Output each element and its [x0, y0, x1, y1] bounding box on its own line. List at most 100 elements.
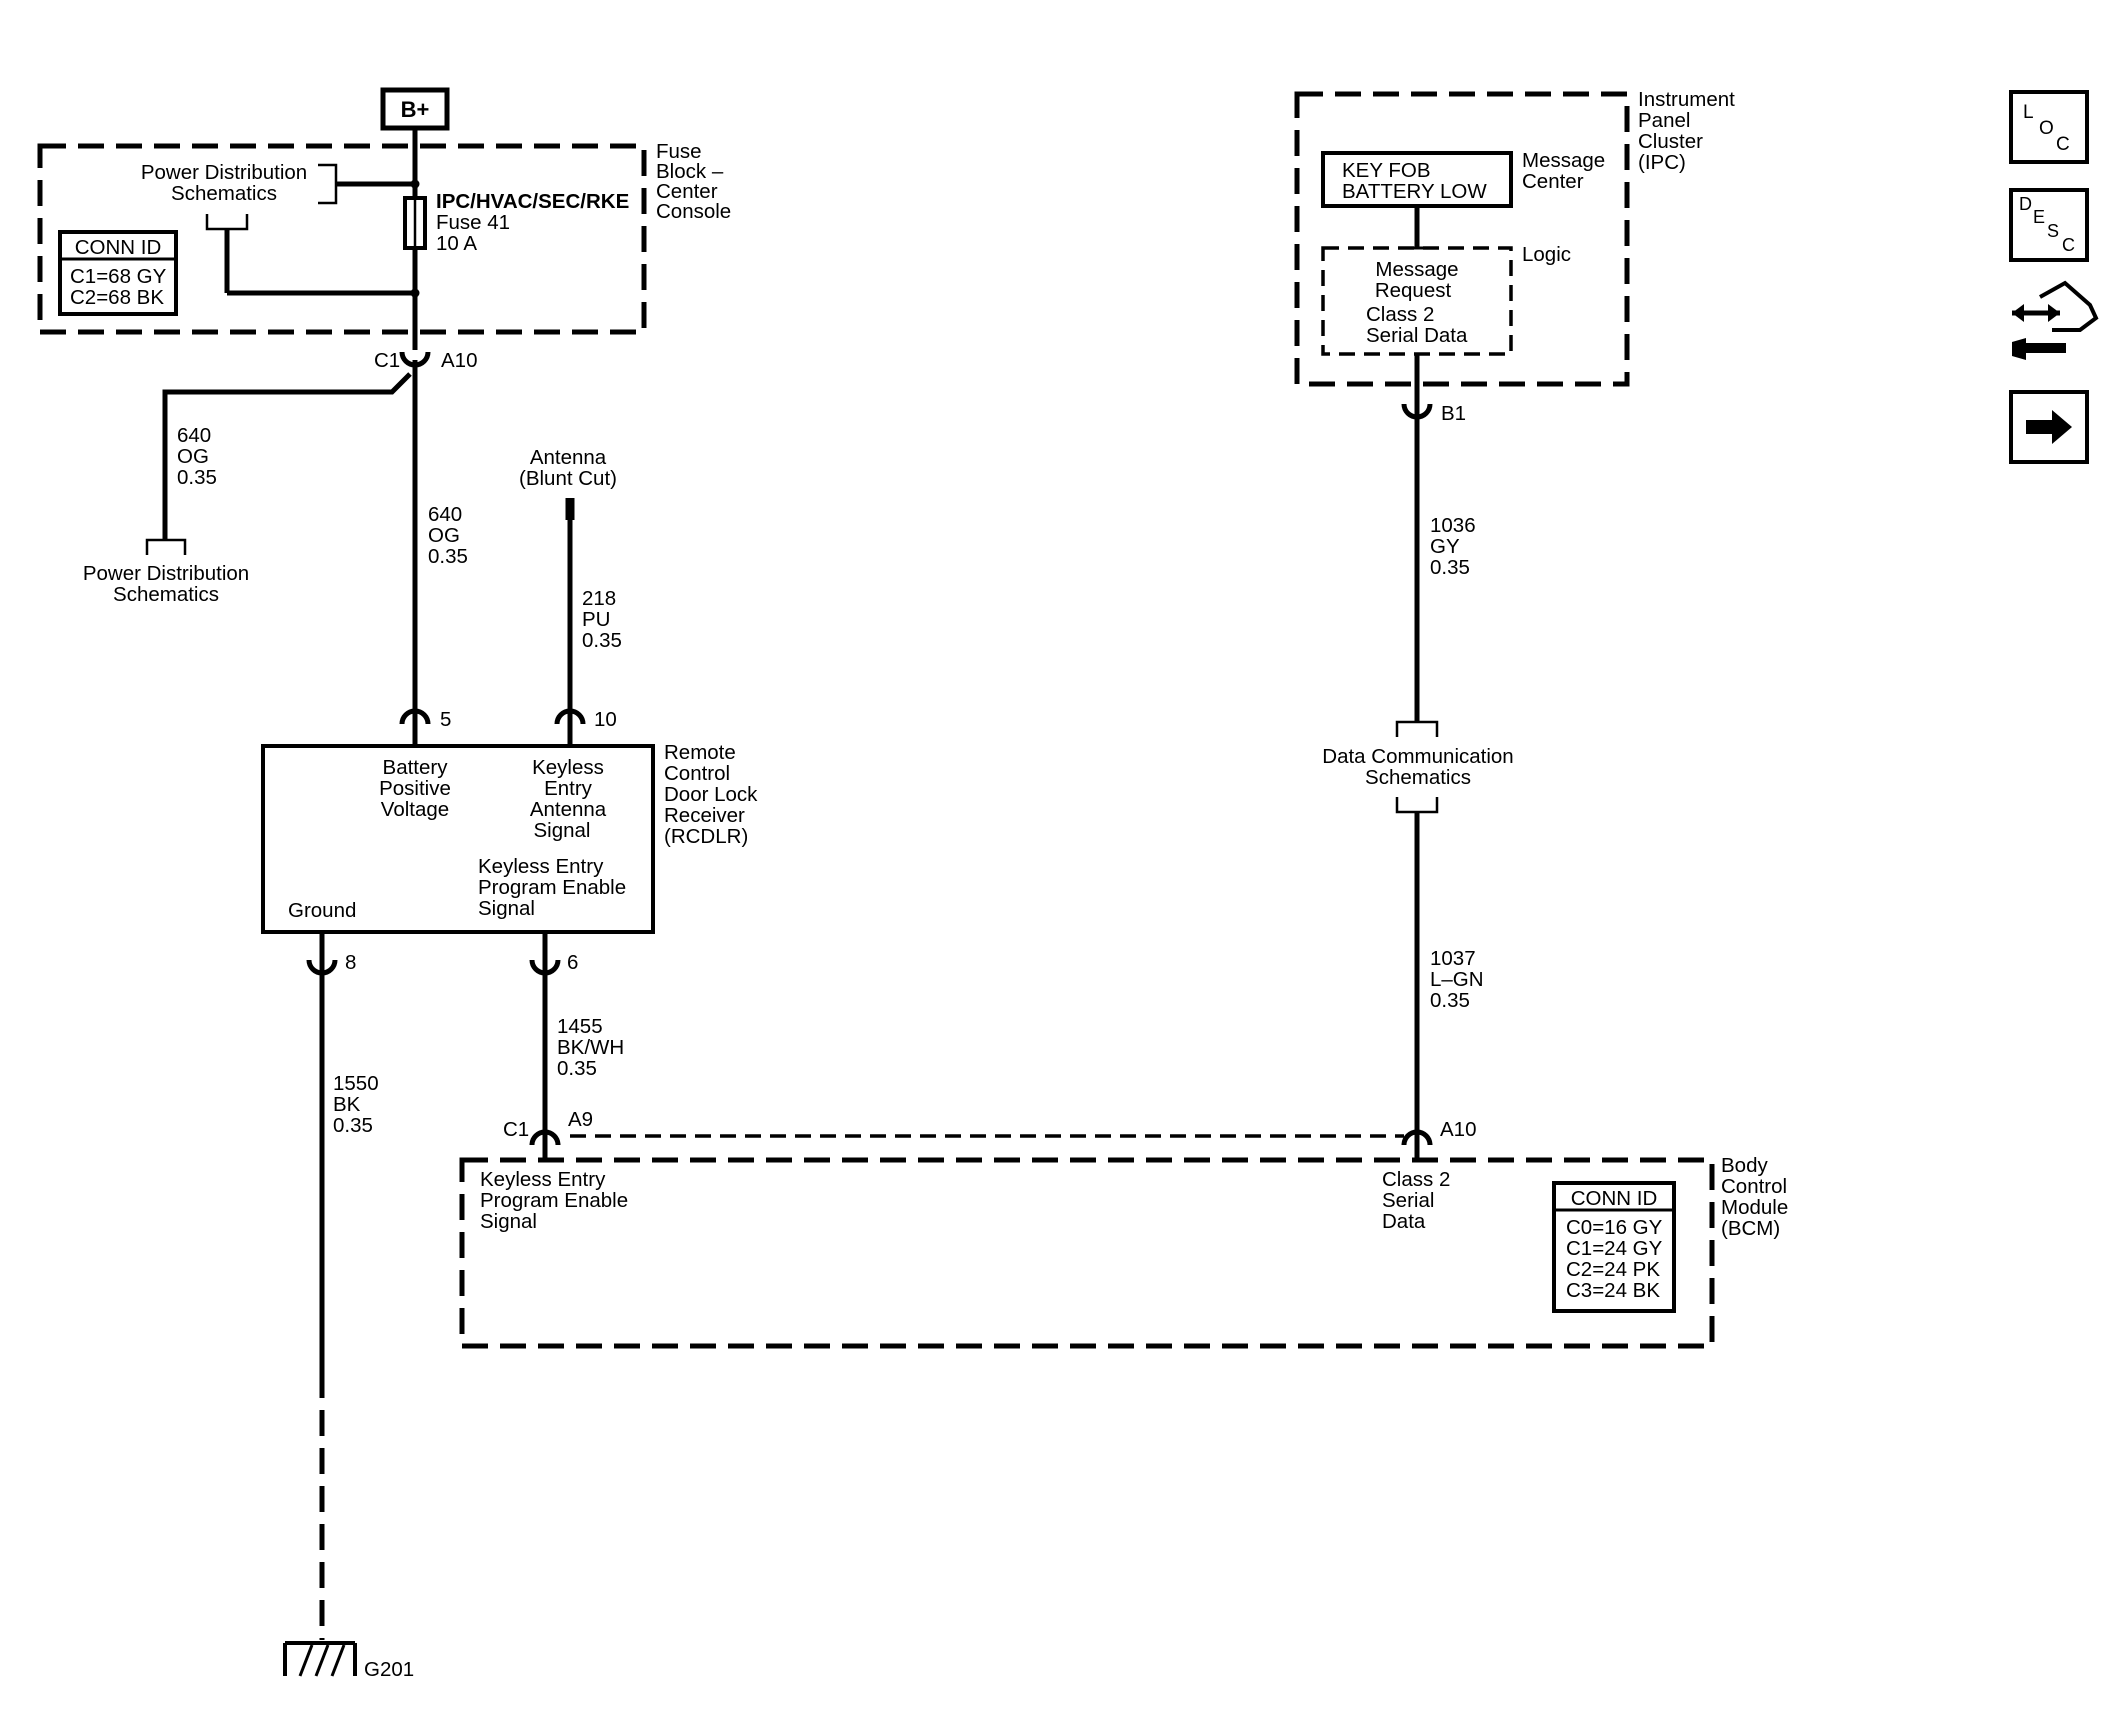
svg-text:BK/WH: BK/WH — [557, 1036, 624, 1059]
ipc-b1-connector — [1401, 403, 1433, 420]
svg-text:Power Distribution: Power Distribution — [83, 562, 249, 585]
svg-text:Cluster: Cluster — [1638, 130, 1703, 153]
pd-branch-wire — [162, 372, 412, 540]
fuse-block-pd-reference: Power Distribution Schematics — [141, 161, 307, 205]
svg-text:Control: Control — [1721, 1175, 1787, 1198]
svg-text:Schematics: Schematics — [113, 583, 219, 606]
loc-icon[interactable]: L O C — [2009, 90, 2089, 164]
svg-text:Console: Console — [656, 200, 731, 223]
svg-text:0.35: 0.35 — [1430, 989, 1470, 1012]
message-line: BATTERY LOW — [1342, 180, 1487, 203]
svg-text:(BCM): (BCM) — [1721, 1217, 1780, 1240]
bcm-outline — [459, 1157, 1715, 1349]
svg-text:0.35: 0.35 — [582, 629, 622, 652]
svg-text:Module: Module — [1721, 1196, 1788, 1219]
svg-text:Keyless Entry: Keyless Entry — [480, 1168, 606, 1191]
ipc-outline — [1294, 91, 1630, 387]
svg-text:0.35: 0.35 — [1430, 556, 1470, 579]
svg-text:Voltage: Voltage — [381, 798, 449, 821]
svg-text:Serial: Serial — [1382, 1189, 1434, 1212]
svg-text:Fuse: Fuse — [656, 140, 702, 163]
svg-text:Serial Data: Serial Data — [1366, 324, 1468, 347]
desc-icon[interactable]: D E S C — [2009, 188, 2089, 262]
fuse-block-name: Fuse Block – Center Console — [656, 140, 731, 223]
rcdlr-pin-8-connector — [306, 959, 338, 976]
battery-source-label: B+ — [401, 97, 430, 122]
svg-text:Door Lock: Door Lock — [664, 783, 758, 806]
conn-id-title: CONN ID — [75, 236, 162, 259]
rcdlr-program-enable-label: Keyless Entry Program Enable Signal — [478, 855, 626, 920]
svg-text:Message: Message — [1375, 258, 1458, 281]
svg-text:D: D — [2019, 194, 2032, 214]
rcdlr-battery-voltage-label: Battery Positive Voltage — [379, 756, 451, 821]
ipc-name: Instrument Panel Cluster (IPC) — [1638, 88, 1735, 174]
pd-branch-reference: Power Distribution Schematics — [83, 562, 249, 606]
ipc-b1-label: B1 — [1441, 402, 1466, 425]
svg-text:Entry: Entry — [544, 777, 593, 800]
message-center-label: Message Center — [1522, 149, 1605, 193]
svg-text:1036: 1036 — [1430, 514, 1476, 537]
connector-tool-icon[interactable] — [2012, 280, 2099, 360]
bcm-conn-id-row: C2=24 PK — [1566, 1258, 1660, 1281]
data-comm-bracket-bottom — [1395, 797, 1439, 814]
svg-text:Remote: Remote — [664, 741, 736, 764]
svg-text:Body: Body — [1721, 1154, 1768, 1177]
bcm-conn-id-row: C0=16 GY — [1566, 1216, 1663, 1239]
svg-text:Program Enable: Program Enable — [480, 1189, 628, 1212]
data-comm-reference: Data Communication Schematics — [1322, 745, 1513, 789]
svg-text:0.35: 0.35 — [428, 545, 468, 568]
pd-bracket — [318, 163, 338, 205]
svg-text:Program Enable: Program Enable — [478, 876, 626, 899]
svg-text:(IPC): (IPC) — [1638, 151, 1686, 174]
bcm-a9-label: A9 — [568, 1108, 593, 1131]
ground-g201-symbol — [283, 1641, 357, 1677]
svg-text:1550: 1550 — [333, 1072, 379, 1095]
svg-text:Power Distribution: Power Distribution — [141, 161, 307, 184]
next-arrow-icon[interactable] — [2009, 390, 2089, 464]
svg-text:0.35: 0.35 — [557, 1057, 597, 1080]
svg-text:L–GN: L–GN — [1430, 968, 1484, 991]
svg-text:S: S — [2047, 221, 2059, 241]
antenna-label: Antenna (Blunt Cut) — [519, 446, 617, 490]
bcm-conn-id-row: C1=24 GY — [1566, 1237, 1663, 1260]
rcdlr-pin-8-label: 8 — [345, 951, 356, 974]
message-center-display — [1321, 151, 1513, 208]
fuse-block-outline — [37, 143, 647, 335]
ipc-logic-text: Message Request Class 2 Serial Data — [1366, 258, 1468, 347]
svg-text:Data: Data — [1382, 1210, 1426, 1233]
svg-text:Message: Message — [1522, 149, 1605, 172]
rcdlr-pin-5-label: 5 — [440, 708, 451, 731]
svg-text:E: E — [2033, 207, 2045, 227]
rcdlr-ground-label: Ground — [288, 899, 356, 922]
svg-text:Schematics: Schematics — [1365, 766, 1471, 789]
svg-text:O: O — [2039, 118, 2054, 139]
pd-bracket-bottom — [205, 214, 249, 231]
rcdlr-name: Remote Control Door Lock Receiver (RCDLR… — [664, 741, 758, 848]
svg-text:0.35: 0.35 — [177, 466, 217, 489]
svg-text:Request: Request — [1375, 279, 1452, 302]
rcdlr-pin-6-connector — [529, 959, 561, 976]
svg-text:Center: Center — [656, 180, 718, 203]
svg-text:Signal: Signal — [534, 819, 591, 842]
svg-text:Signal: Signal — [478, 897, 535, 920]
wire-1037-l-gn-label: 1037 L–GN 0.35 — [1430, 947, 1484, 1012]
svg-text:GY: GY — [1430, 535, 1460, 558]
svg-text:Control: Control — [664, 762, 730, 785]
ipc-logic-label: Logic — [1522, 243, 1571, 266]
svg-text:218: 218 — [582, 587, 616, 610]
svg-text:Antenna: Antenna — [530, 798, 607, 821]
svg-text:C: C — [2062, 235, 2075, 255]
rcdlr-antenna-signal-label: Keyless Entry Antenna Signal — [530, 756, 607, 842]
svg-text:Block –: Block – — [656, 160, 724, 183]
svg-text:Center: Center — [1522, 170, 1584, 193]
rcdlr-pin-6-label: 6 — [567, 951, 578, 974]
bcm-conn-id-row: C3=24 BK — [1566, 1279, 1660, 1302]
wire-1455-bk-wh-label: 1455 BK/WH 0.35 — [557, 1015, 624, 1080]
svg-text:640: 640 — [428, 503, 462, 526]
svg-text:Fuse 41: Fuse 41 — [436, 211, 510, 234]
svg-text:OG: OG — [177, 445, 209, 468]
svg-text:PU: PU — [582, 608, 610, 631]
message-line: KEY FOB — [1342, 159, 1431, 182]
svg-text:Keyless Entry: Keyless Entry — [478, 855, 604, 878]
